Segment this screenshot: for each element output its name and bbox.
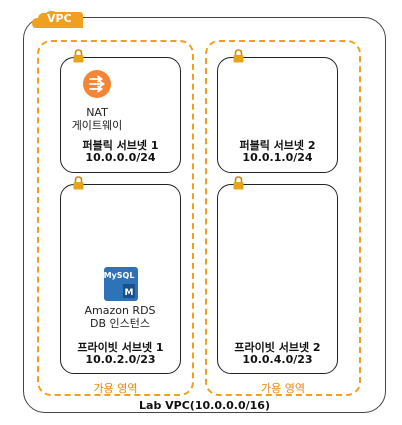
vpc-cloud-badge-icon <box>32 10 83 28</box>
availability-zone-1 <box>37 40 194 396</box>
private-subnet-1-name: 프라이빗 서브넷 1 <box>77 341 164 354</box>
vpc-container <box>23 17 386 413</box>
lock-icon <box>73 49 84 63</box>
vpc-caption: Lab VPC(10.0.0.0/16) <box>139 399 270 412</box>
vpc-badge-label: VPC <box>47 12 72 25</box>
rds-label-line1: Amazon RDS <box>84 304 156 317</box>
public-subnet-2-cidr: 10.0.1.0/24 <box>242 151 313 164</box>
availability-zone-2-label: 가용 영역 <box>261 382 305 395</box>
nat-gateway-label-line1: NAT <box>86 106 108 119</box>
availability-zone-1-label: 가용 영역 <box>93 382 138 395</box>
public-subnet-2-name: 퍼블릭 서브넷 2 <box>239 139 316 152</box>
public-subnet-1-cidr: 10.0.0.0/24 <box>85 151 156 164</box>
private-subnet-2-cidr: 10.0.4.0/23 <box>242 353 313 366</box>
private-subnet-2 <box>217 184 338 374</box>
rds-instance-icon: M MySQL <box>104 267 138 301</box>
rds-label-line2: DB 인스턴스 <box>90 317 150 330</box>
nat-gateway-label-line2: 게이트웨이 <box>71 119 123 132</box>
public-subnet-2 <box>217 57 338 173</box>
public-subnet-1-name: 퍼블릭 서브넷 1 <box>82 139 159 152</box>
lock-icon <box>233 49 244 63</box>
private-subnet-2-name: 프라이빗 서브넷 2 <box>234 341 321 354</box>
private-subnet-1-cidr: 10.0.2.0/23 <box>85 353 156 366</box>
availability-zone-2 <box>205 40 361 396</box>
rds-badge-text: MySQL <box>104 271 135 280</box>
lock-icon <box>233 176 244 190</box>
public-subnet-1 <box>60 57 181 173</box>
svg-text:M: M <box>125 288 134 298</box>
lock-icon <box>73 176 84 190</box>
nat-gateway-icon <box>83 70 111 98</box>
